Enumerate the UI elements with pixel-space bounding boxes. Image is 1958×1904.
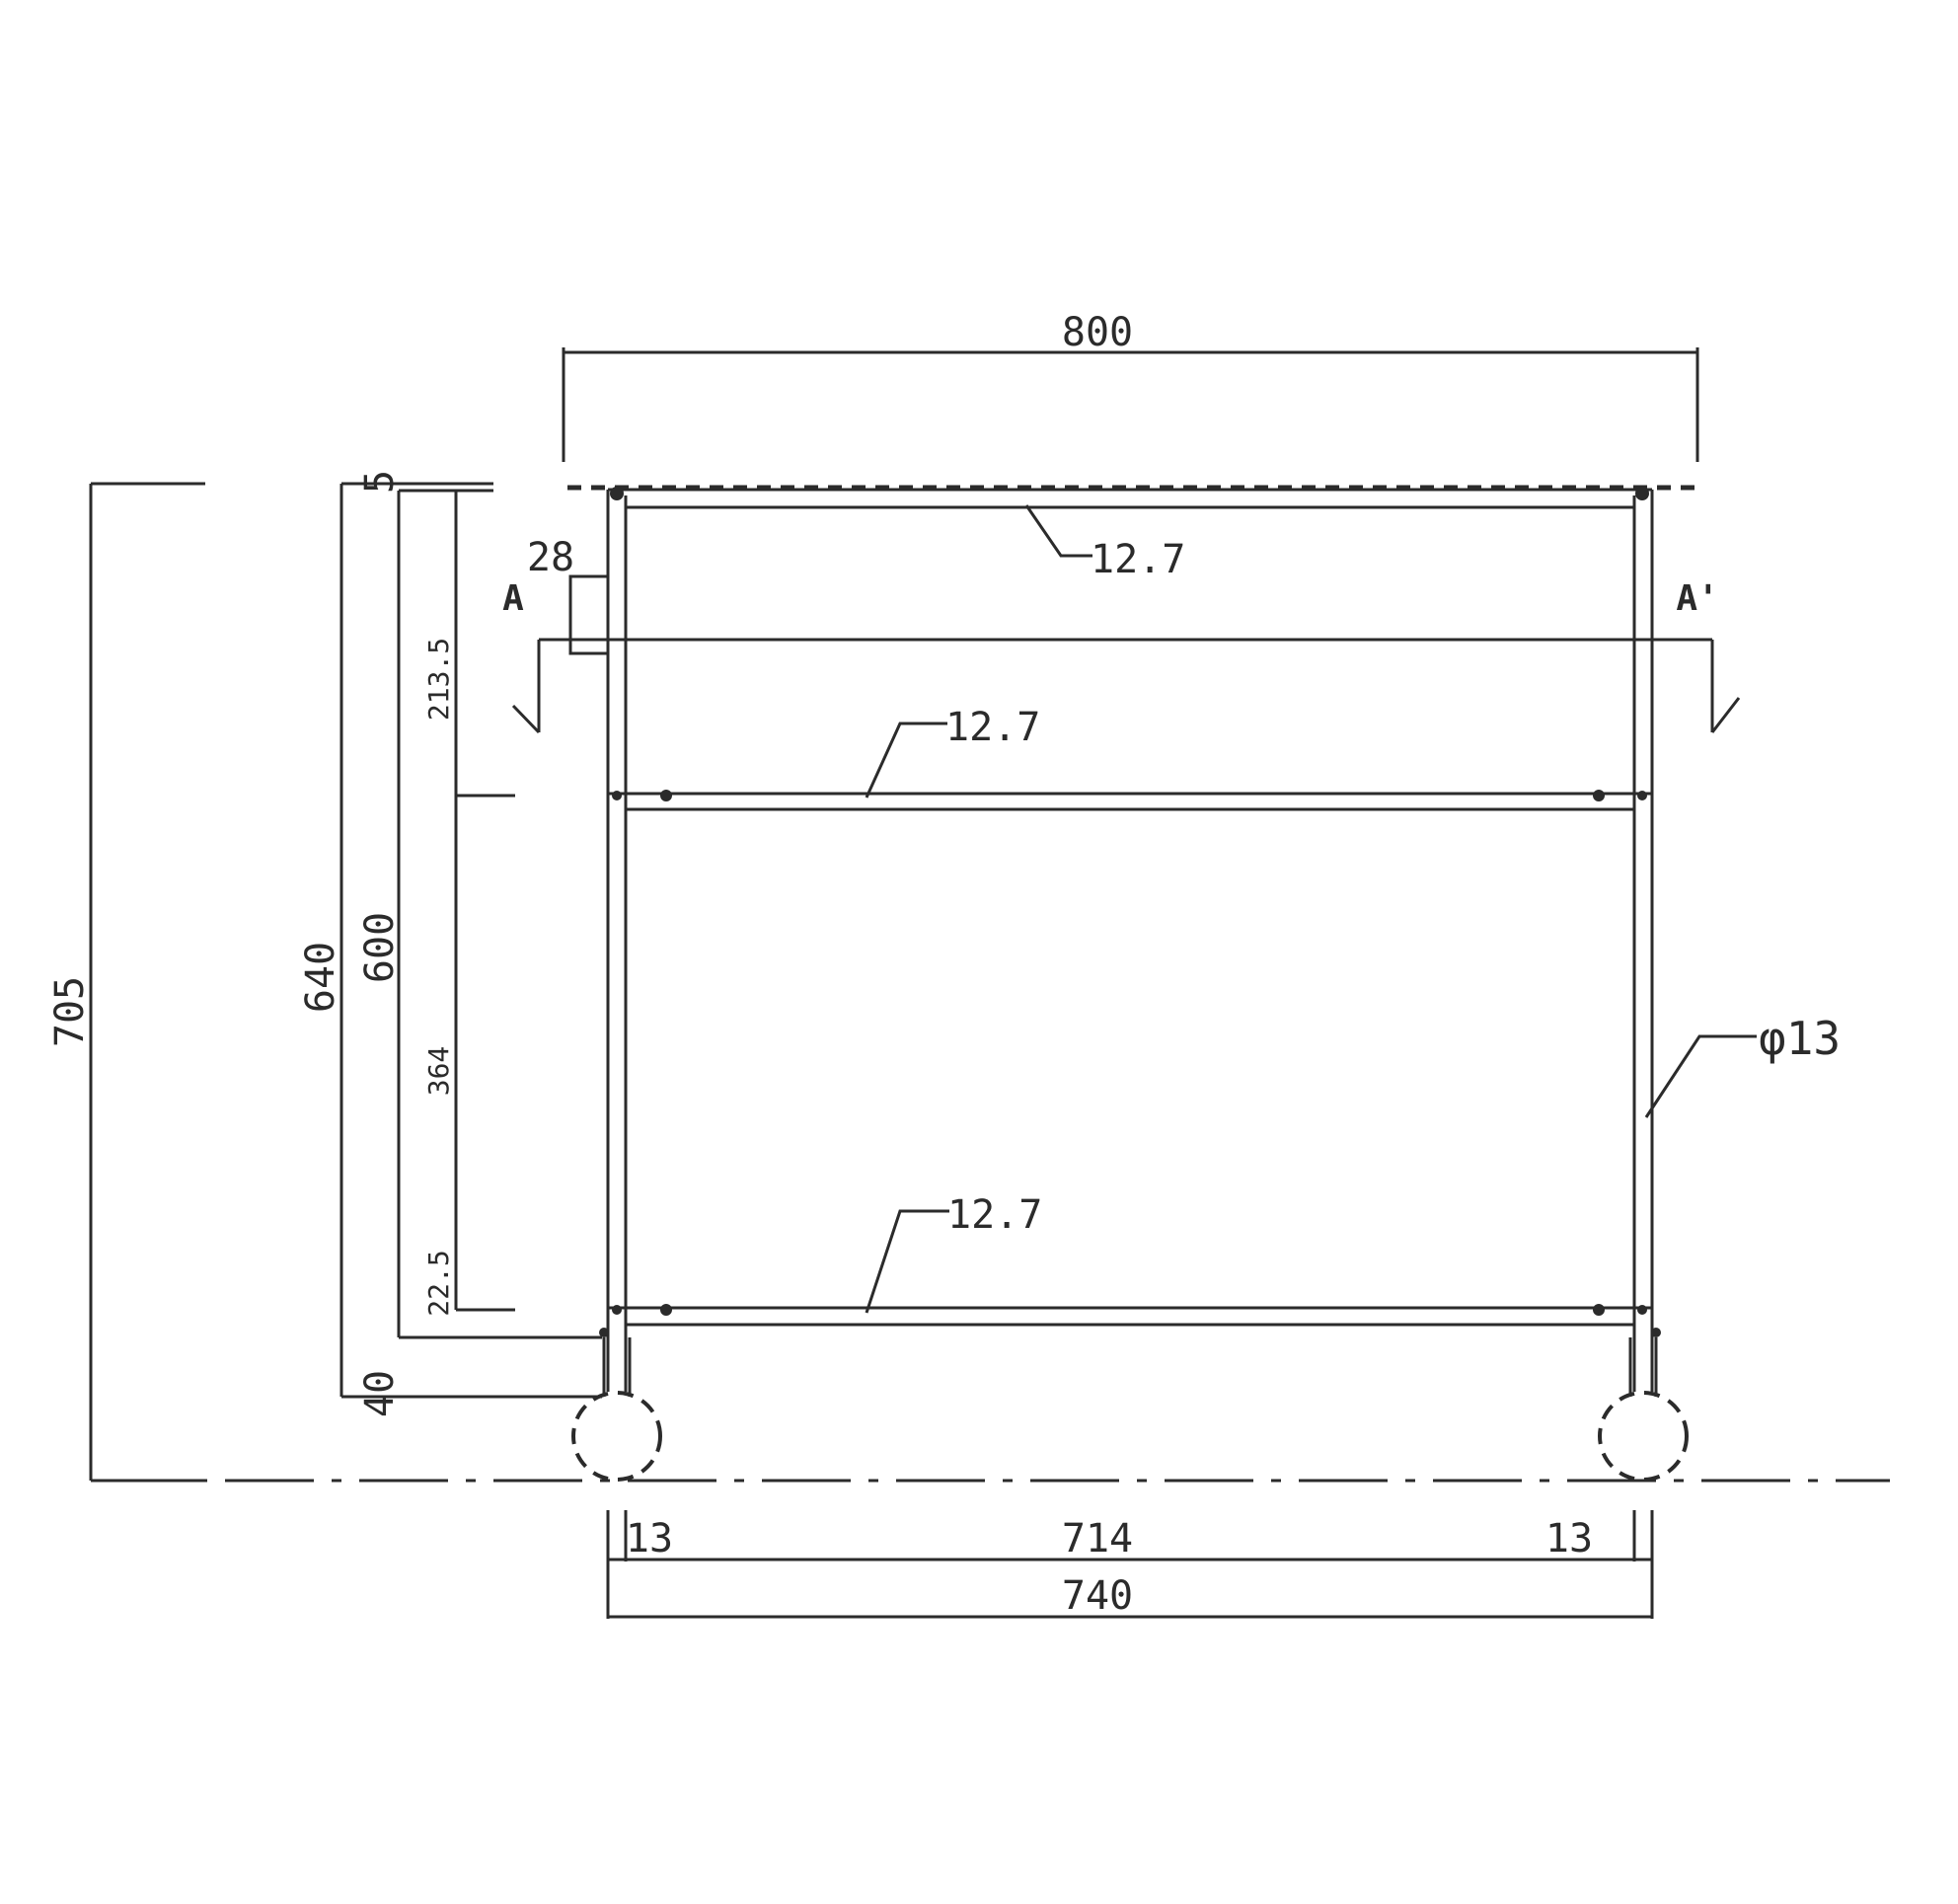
- top-shelf-spacing-label: 213.5: [422, 638, 455, 721]
- handle-offset-dimension: 28: [527, 535, 608, 655]
- post-diameter-leader: φ13: [1644, 1012, 1841, 1118]
- bar-top-label: 12.7: [1091, 537, 1185, 582]
- overall-height-label: 705: [47, 976, 93, 1047]
- middle-spacing-label: 364: [422, 1046, 455, 1097]
- left-caster-wheel: [571, 1391, 662, 1482]
- bar-middle-leader: 12.7: [865, 705, 1040, 799]
- left-post-width-label: 13: [626, 1516, 673, 1561]
- right-caster-wheel: [1598, 1391, 1689, 1482]
- handle-offset-label: 28: [527, 535, 574, 580]
- bottom-width-dimensions: 13 714 13 740: [606, 1510, 1654, 1619]
- frame-height-label: 640: [298, 942, 343, 1013]
- bar-bottom-label: 12.7: [947, 1192, 1042, 1238]
- shelf-height-dimension: 600: [357, 489, 602, 1339]
- bottom-spacing-label: 22.5: [422, 1250, 455, 1316]
- overall-width-dimension: 800: [562, 310, 1699, 462]
- section-mark-a-prime: A': [1676, 578, 1718, 619]
- inner-span-label: 714: [1062, 1516, 1133, 1561]
- frame-width-label: 740: [1062, 1573, 1133, 1619]
- overall-width-label: 800: [1062, 310, 1133, 355]
- bar-bottom-leader: 12.7: [865, 1192, 1042, 1314]
- shelf-height-label: 600: [357, 912, 403, 983]
- frame-height-dimension: 640: [298, 482, 602, 1399]
- bar-middle-label: 12.7: [945, 705, 1040, 750]
- cart-frame: [602, 488, 1658, 1397]
- bar-top-leader: 12.7: [1024, 504, 1185, 582]
- overall-height-dimension: 705: [47, 482, 205, 1483]
- section-mark-a: A: [502, 578, 524, 619]
- section-line-a-a: A A': [502, 578, 1741, 734]
- right-post-width-label: 13: [1545, 1516, 1593, 1561]
- top-gap-label: 5: [357, 470, 403, 494]
- bottom-gap-label: 40: [357, 1370, 403, 1417]
- post-diameter-label: φ13: [1759, 1012, 1841, 1065]
- joint-markers: [599, 487, 1661, 1337]
- shelf-spacing-dimensions: 213.5 364 22.5: [422, 489, 515, 1317]
